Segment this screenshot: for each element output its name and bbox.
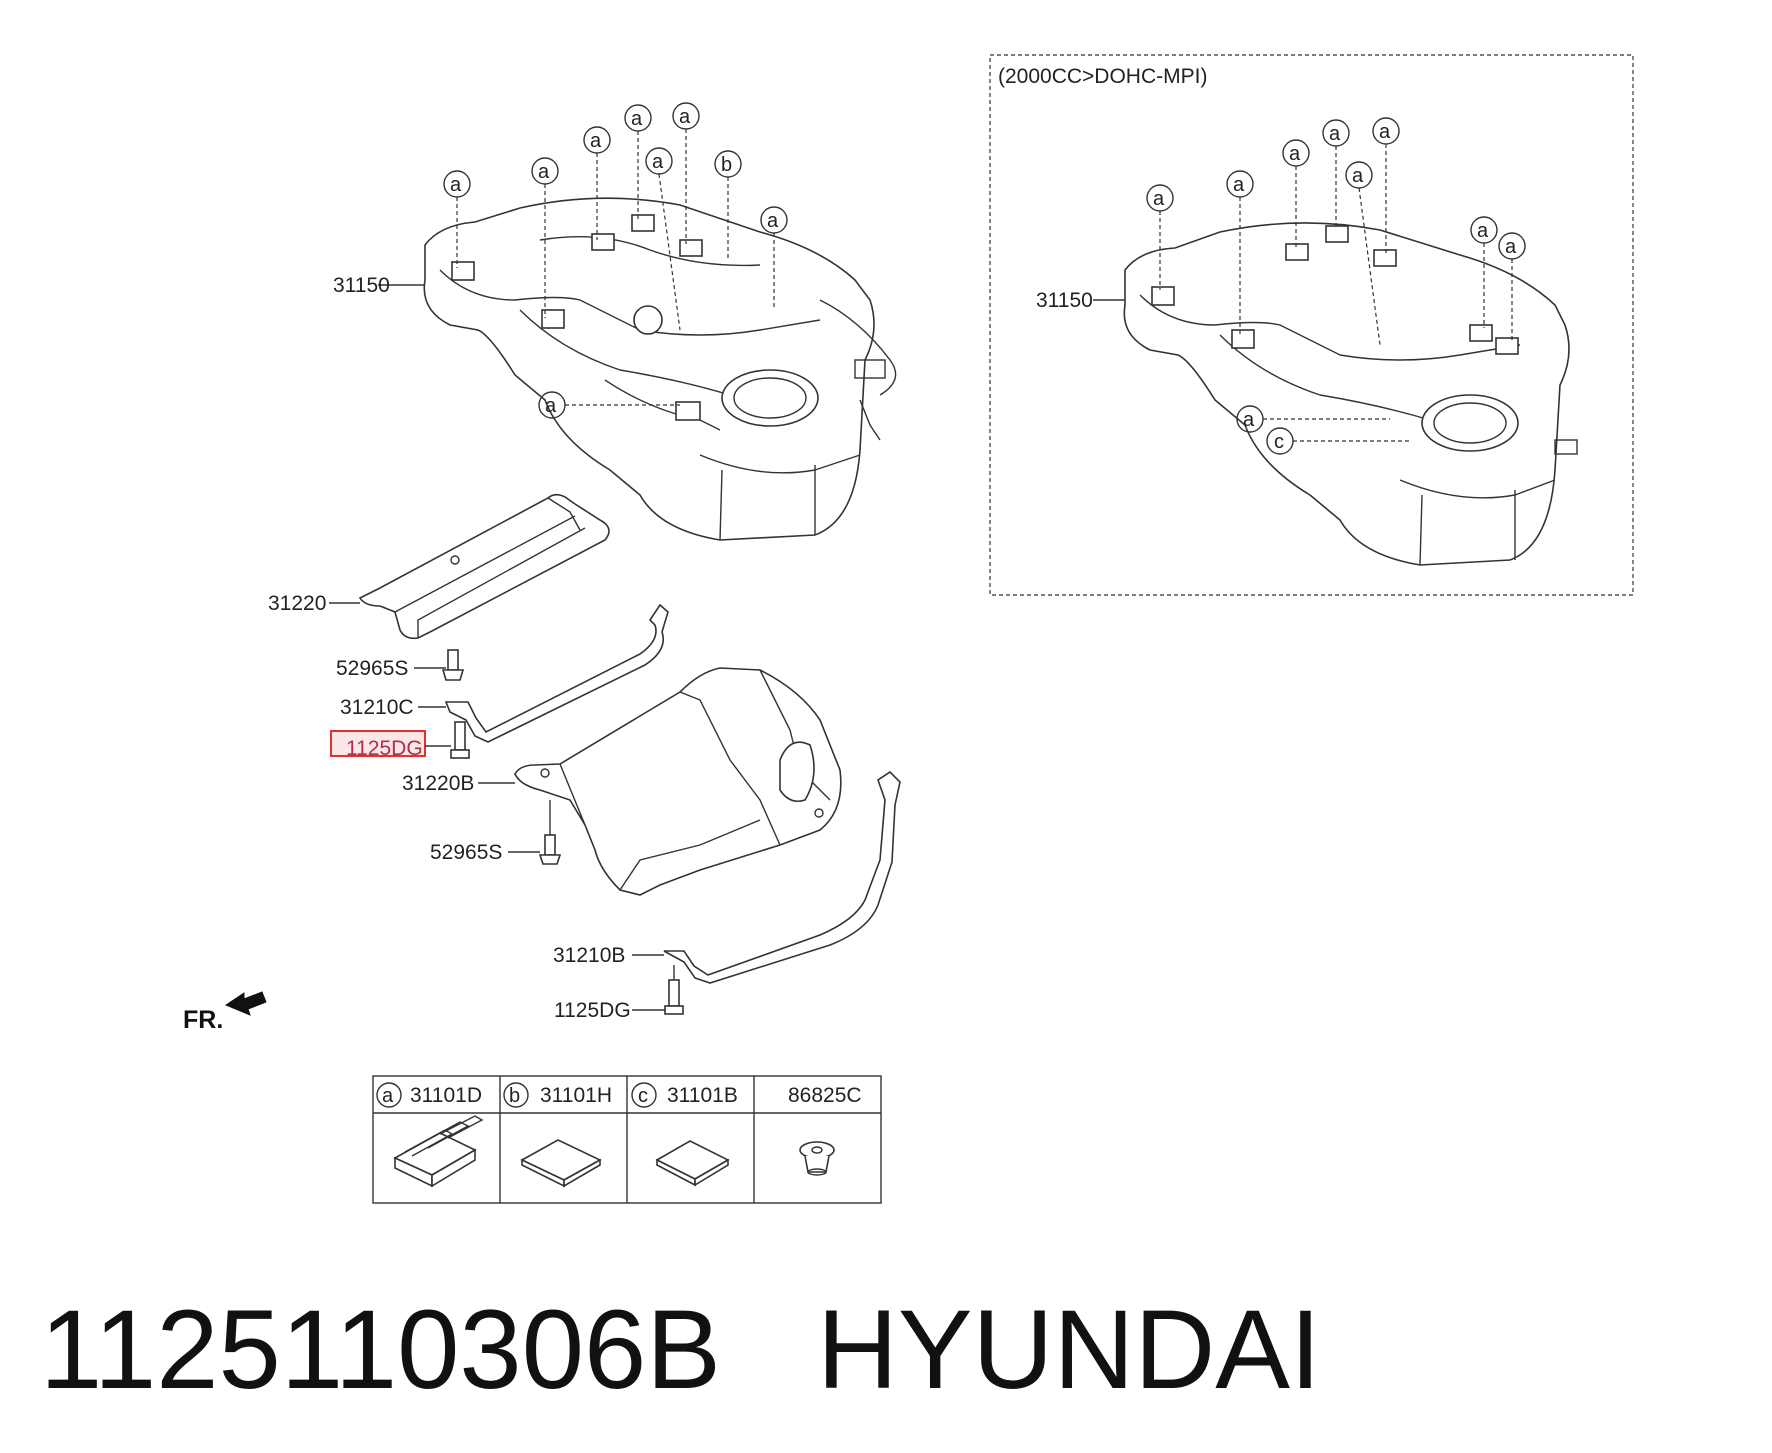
callout-31150-main: 31150 — [333, 274, 390, 297]
svg-text:a: a — [1153, 188, 1165, 210]
front-label: FR. — [183, 1006, 223, 1034]
inset-variant-box: (2000CC>DOHC-MPI) — [989, 54, 1634, 596]
bolt-highlighted — [450, 721, 470, 759]
svg-text:a: a — [1379, 121, 1391, 143]
svg-text:a: a — [450, 174, 462, 196]
svg-text:c: c — [638, 1085, 648, 1107]
clip-icon — [799, 1141, 835, 1176]
front-direction-indicator: FR. — [183, 991, 267, 1034]
screw-upper — [441, 649, 465, 681]
legend-item-c: c 31101B — [631, 1082, 738, 1187]
svg-text:a: a — [1505, 236, 1517, 258]
svg-text:a: a — [1289, 143, 1301, 165]
footer-caption: 1125110306B HYUNDAI — [40, 1285, 1321, 1414]
svg-text:a: a — [538, 161, 550, 183]
svg-text:a: a — [382, 1085, 394, 1107]
callout-1125DG-highlighted: 1125DG — [346, 737, 423, 760]
svg-text:b: b — [721, 154, 732, 176]
svg-text:86825C: 86825C — [788, 1084, 862, 1107]
heat-protector-front — [358, 493, 610, 640]
svg-text:a: a — [1243, 409, 1255, 431]
svg-text:b: b — [509, 1085, 520, 1107]
svg-text:a: a — [652, 151, 664, 173]
circle-callouts-inset: a a a a a a a a a c — [1146, 117, 1526, 455]
brand-name: HYUNDAI — [816, 1287, 1322, 1412]
screw-lower — [538, 800, 562, 865]
callout-31220B: 31220B — [402, 772, 474, 795]
fuel-tank-main — [423, 197, 897, 541]
callout-31210B: 31210B — [553, 944, 625, 967]
bolt-lower — [664, 965, 684, 1015]
heat-protector-rear — [514, 667, 842, 896]
svg-text:a: a — [1233, 174, 1245, 196]
svg-text:c: c — [1274, 431, 1284, 453]
callout-52965S-upper: 52965S — [336, 657, 408, 680]
legend-table: a 31101D b 31101H c 31101B — [372, 1075, 882, 1204]
svg-text:a: a — [1329, 123, 1341, 145]
band-front — [444, 603, 669, 743]
svg-text:a: a — [545, 395, 557, 417]
svg-text:a: a — [631, 108, 643, 130]
front-arrow-icon — [224, 991, 267, 1016]
legend-item-clip: 86825C — [788, 1084, 862, 1176]
svg-text:a: a — [590, 130, 602, 152]
highlight-box — [330, 730, 426, 757]
callout-31150-inset: 31150 — [1036, 289, 1093, 312]
pad-ribbed-icon — [393, 1115, 484, 1188]
circle-callouts-main: a a a a a a b a a — [443, 102, 788, 419]
part-number: 1125110306B — [40, 1287, 721, 1412]
svg-text:31101B: 31101B — [667, 1084, 738, 1107]
pad-flat-icon — [520, 1139, 602, 1188]
svg-text:a: a — [767, 210, 779, 232]
callout-52965S-lower: 52965S — [430, 841, 502, 864]
callout-1125DG-lower: 1125DG — [554, 999, 631, 1022]
pad-flat-icon — [655, 1140, 730, 1187]
svg-text:a: a — [1477, 220, 1489, 242]
callout-31210C: 31210C — [340, 696, 414, 719]
inset-title: (2000CC>DOHC-MPI) — [998, 65, 1207, 88]
svg-text:a: a — [1352, 165, 1364, 187]
legend-item-a: a 31101D — [376, 1082, 484, 1188]
svg-text:31101D: 31101D — [410, 1084, 482, 1107]
callout-31220: 31220 — [268, 592, 326, 615]
band-rear — [663, 770, 901, 984]
svg-text:a: a — [679, 106, 691, 128]
svg-text:31101H: 31101H — [540, 1084, 612, 1107]
legend-item-b: b 31101H — [503, 1082, 612, 1188]
